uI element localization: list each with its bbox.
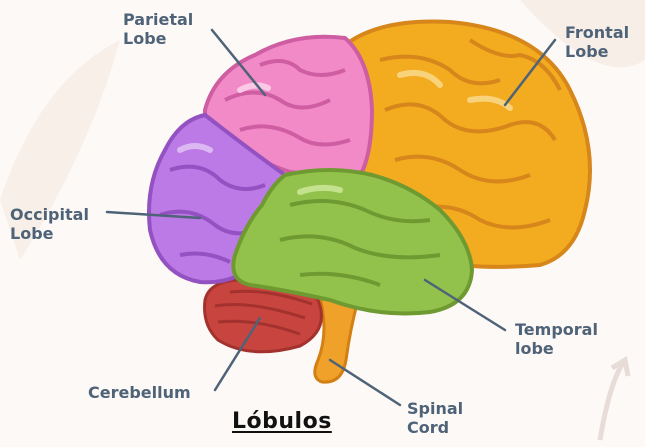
page-title: Lóbulos [232,409,332,434]
spinal-leader-line [330,360,400,405]
parietal-lobe-label: Parietal Lobe [123,10,193,48]
temporal-lobe-label: Temporal lobe [515,320,598,358]
spinal-cord-label: Spinal Cord [407,399,463,437]
occipital-lobe-label: Occipital Lobe [10,205,89,243]
frontal-lobe-label: Frontal Lobe [565,23,629,61]
cerebellum-label: Cerebellum [88,383,191,402]
background-arrow [600,360,628,440]
